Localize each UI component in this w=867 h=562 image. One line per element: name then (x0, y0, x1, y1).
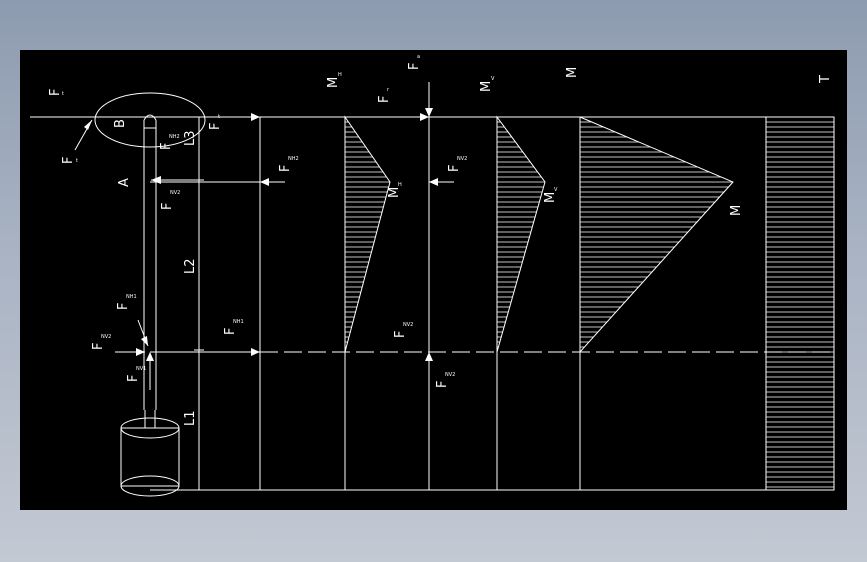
svg-text:NH1: NH1 (233, 319, 244, 325)
label-m-peak: M (729, 205, 744, 216)
svg-text:a: a (417, 54, 420, 60)
svg-text:NV2: NV2 (457, 156, 467, 162)
drum-body (120, 427, 180, 487)
label-fa: F (407, 63, 422, 70)
cad-viewport[interactable]: F t F t B A F NH2 F NV2 F NH1 F NV2 F NV… (20, 50, 847, 510)
label-fnh1-h: F (223, 328, 238, 335)
horizontal-load-column: F t F NH2 F NH1 (208, 113, 299, 490)
label-fnv2-mid: F (393, 331, 408, 338)
shaft-body (143, 120, 157, 410)
vertical-load-column: F a F r F NV2 F NV2 F NV2 (377, 54, 467, 490)
svg-text:NH2: NH2 (288, 156, 299, 162)
moment-m-diagram: M M (565, 67, 744, 490)
sketch-labels: F t F t B A F NH2 F NV2 F NH1 F NV2 F NV… (48, 89, 198, 426)
svg-text:NH2: NH2 (169, 134, 180, 140)
label-fnv2-left: F (91, 343, 106, 350)
label-l1: L1 (183, 410, 198, 426)
svg-text:V: V (554, 187, 558, 193)
label-fnv2-a: F (160, 203, 175, 210)
label-point-b: B (113, 119, 128, 128)
svg-text:NV1: NV1 (136, 366, 146, 372)
svg-text:V: V (491, 76, 495, 82)
svg-text:H: H (398, 182, 402, 188)
svg-text:NV2: NV2 (403, 322, 413, 328)
svg-text:NV2: NV2 (170, 190, 180, 196)
svg-text:t: t (218, 114, 220, 120)
label-fnv2-v: F (447, 165, 462, 172)
shaft-sketch (30, 92, 260, 497)
label-mh-peak: M (387, 187, 402, 198)
label-m-top: M (565, 67, 580, 78)
label-ft-left: F (61, 157, 76, 164)
label-fnh2-b: F (159, 143, 174, 150)
label-ft-top: F (48, 89, 63, 96)
shaft-force-diagram: F t F t B A F NH2 F NV2 F NH1 F NV2 F NV… (30, 54, 835, 497)
label-l3: L3 (183, 130, 198, 146)
label-l2: L2 (183, 258, 198, 274)
moment-mv-diagram: M V M V (479, 76, 558, 490)
svg-text:r: r (387, 87, 390, 93)
label-fr: F (377, 96, 392, 103)
label-mv-top: M (479, 81, 494, 92)
label-ft-h: F (208, 123, 223, 130)
svg-text:NV2: NV2 (445, 372, 455, 378)
label-mv-peak: M (543, 192, 558, 203)
label-fnh1: F (116, 303, 131, 310)
drum-bottom (120, 475, 180, 497)
label-fnv2-bottom: F (435, 381, 450, 388)
svg-text:t: t (76, 158, 78, 164)
shaft-head (143, 114, 157, 129)
moment-mh-diagram: M H M H (326, 72, 402, 490)
label-fnh2-h: F (278, 165, 293, 172)
torque-t-diagram: T (765, 75, 835, 491)
svg-text:NH1: NH1 (126, 294, 137, 300)
svg-text:t: t (62, 91, 64, 97)
label-mh-top: M (326, 77, 341, 88)
svg-text:NV2: NV2 (101, 334, 111, 340)
label-fnv1: F (126, 375, 141, 382)
label-torque-t: T (818, 75, 833, 84)
drum-top (120, 417, 180, 439)
svg-text:H: H (338, 72, 342, 78)
detail-ellipse-b (94, 92, 206, 148)
label-point-a: A (117, 178, 132, 187)
